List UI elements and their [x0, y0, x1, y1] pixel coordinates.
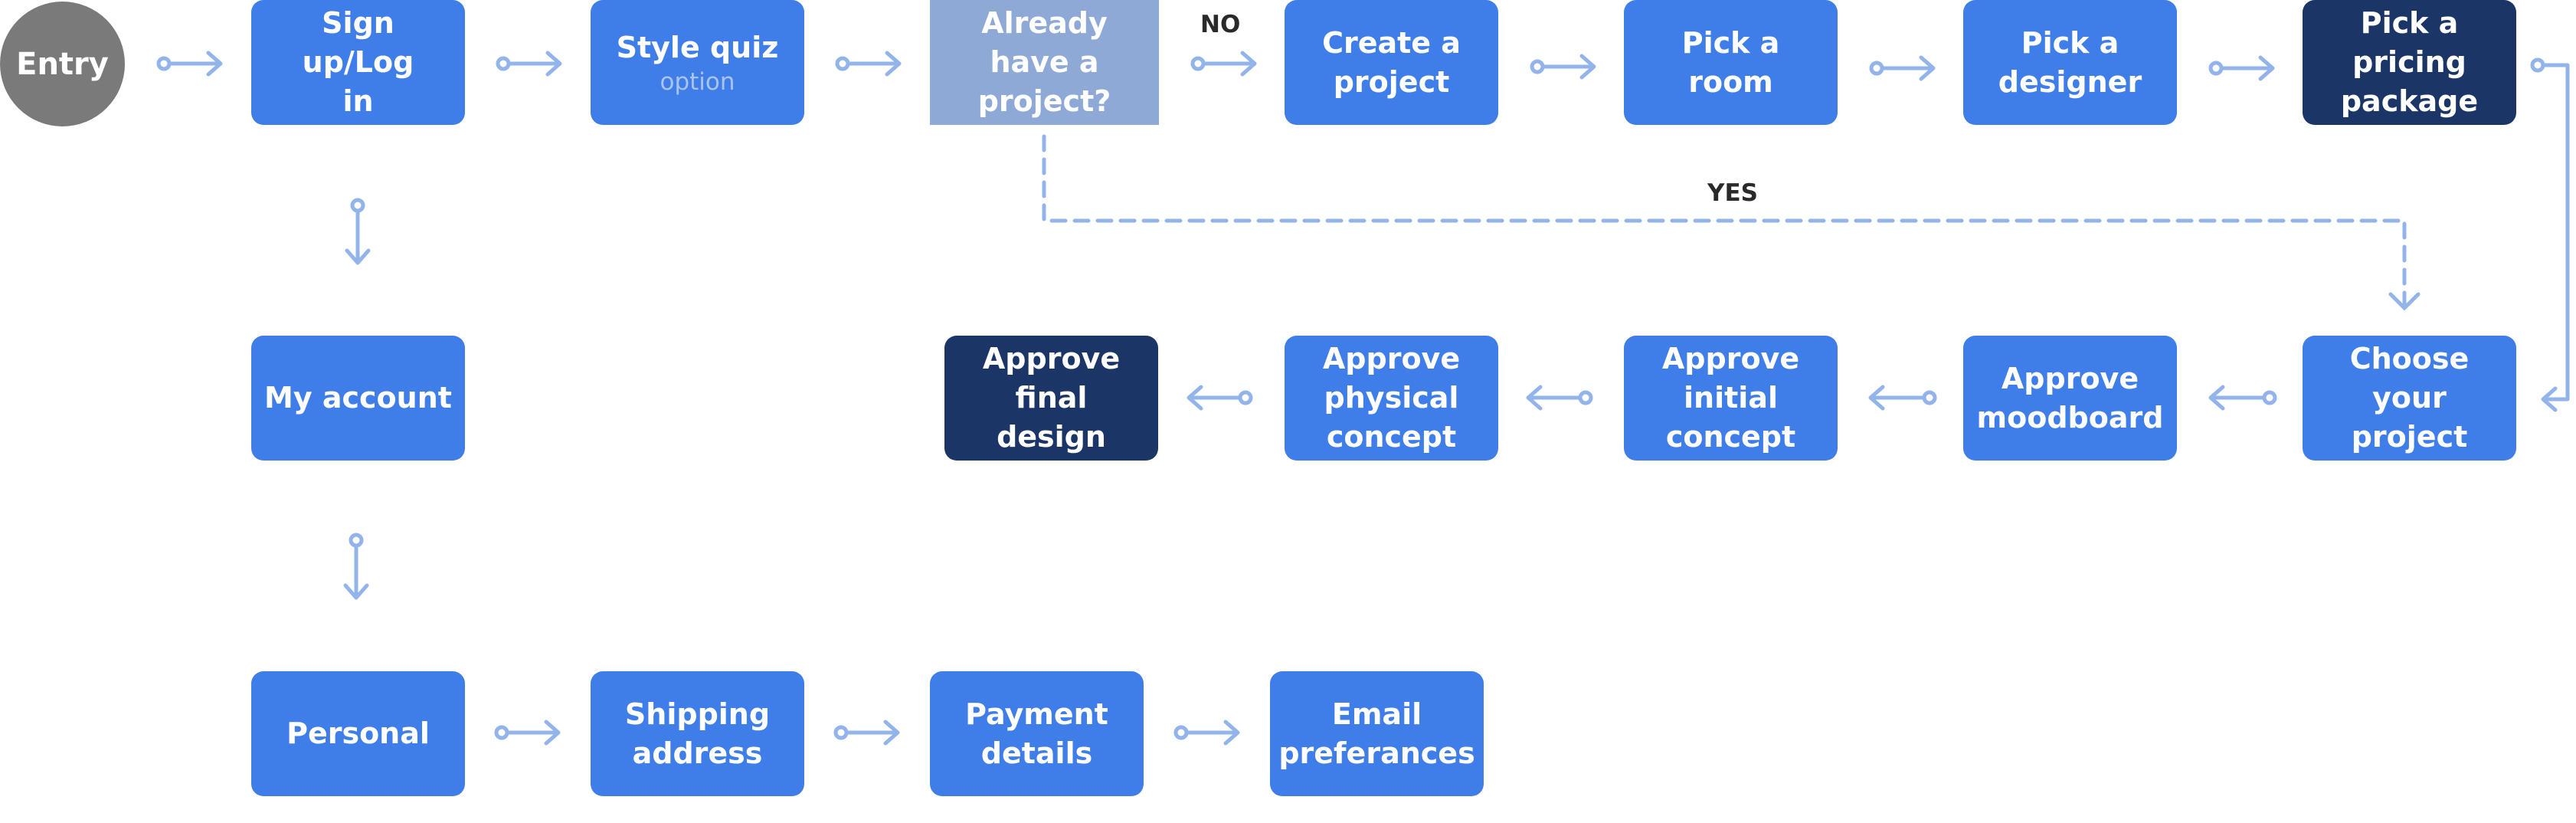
node-approve-moodboard: Approve moodboard: [1963, 336, 2177, 461]
arrow-signup-account: [345, 198, 371, 265]
branch-label-yes: YES: [1707, 179, 1758, 207]
arrow-room-designer: [1869, 55, 1936, 81]
node-personal: Personal: [251, 671, 465, 796]
node-pick-designer: Pick a designer: [1963, 0, 2177, 125]
node-approve-initial-concept: Approve initial concept: [1624, 336, 1838, 461]
arrow-pricing-choose: [2530, 57, 2570, 412]
node-payment-details: Payment details: [930, 671, 1144, 796]
node-label: Approve final design: [982, 342, 1121, 454]
node-label: Pick a designer: [1998, 25, 2142, 99]
arrow-entry-signup: [156, 51, 223, 77]
node-choose-your-project: Choose your project: [2303, 336, 2516, 461]
node-label: Already have a project?: [977, 6, 1111, 118]
node-label: Email preferances: [1278, 697, 1475, 770]
node-label: Approve moodboard: [1976, 361, 2164, 434]
node-label: Approve physical concept: [1322, 342, 1461, 454]
node-label: Create a project: [1322, 25, 1461, 99]
arrow-create-room: [1530, 54, 1596, 80]
arrow-personal-shipping: [494, 720, 561, 746]
node-label: Payment details: [965, 697, 1108, 770]
node-label: Choose your project: [2349, 342, 2470, 454]
arrow-initial-physical: [1526, 385, 1593, 411]
node-label: Shipping address: [624, 697, 771, 770]
node-approve-final-design: Approve final design: [944, 336, 1158, 461]
node-note: option: [660, 68, 735, 96]
node-label: Approve initial concept: [1661, 342, 1800, 454]
node-create-project: Create a project: [1285, 0, 1498, 125]
dashed-yes-path: [1042, 134, 2407, 307]
node-pick-room: Pick a room: [1624, 0, 1838, 125]
node-sign-up-log-in: Sign up/Log in: [251, 0, 465, 125]
arrow-quiz-decision: [835, 51, 902, 77]
decision-already-have-project: Already have a project?: [930, 0, 1159, 125]
arrow-payment-email: [1173, 720, 1240, 746]
arrow-signup-quiz: [496, 51, 562, 77]
node-label: Sign up/Log in: [302, 6, 414, 118]
arrow-physical-final: [1187, 385, 1253, 411]
arrow-designer-pricing: [2208, 55, 2275, 81]
dashed-yes-arrowhead: [2388, 292, 2421, 311]
node-my-account: My account: [251, 336, 465, 461]
node-label: Style quiz: [616, 31, 779, 64]
node-label: Pick a room: [1681, 25, 1780, 99]
node-label: My account: [264, 381, 452, 415]
branch-label-no: NO: [1200, 11, 1241, 38]
node-shipping-address: Shipping address: [591, 671, 804, 796]
entry-node: Entry: [0, 2, 125, 126]
node-style-quiz: Style quiz option: [591, 0, 804, 125]
node-label: Pick a pricing package: [2340, 6, 2479, 118]
arrow-moodboard-initial: [1868, 385, 1937, 411]
node-pick-pricing-package: Pick a pricing package: [2303, 0, 2516, 125]
node-label: Personal: [286, 716, 430, 750]
node-email-preferances: Email preferances: [1270, 671, 1484, 796]
arrow-shipping-payment: [833, 720, 900, 746]
arrow-decision-create: [1190, 51, 1257, 77]
arrow-choose-moodboard: [2208, 385, 2277, 411]
node-approve-physical-concept: Approve physical concept: [1285, 336, 1498, 461]
arrow-account-personal: [343, 533, 369, 600]
